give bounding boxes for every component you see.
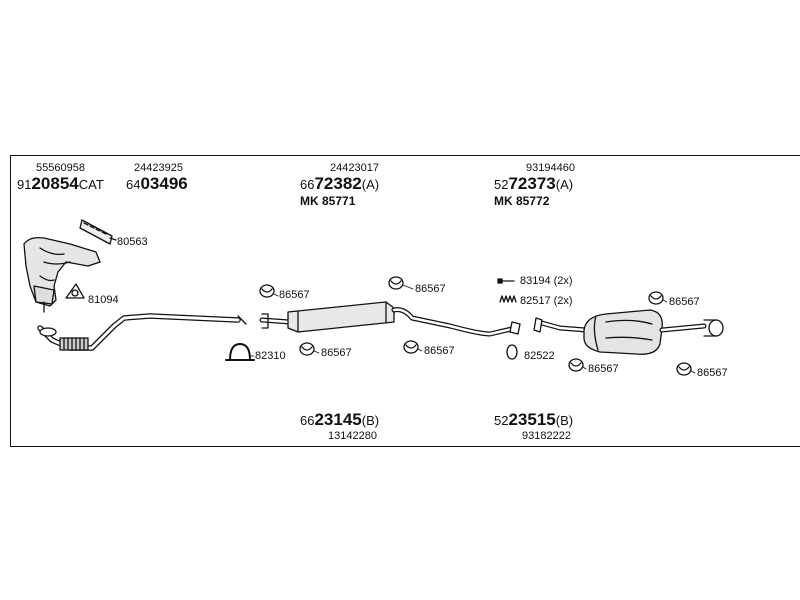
kit-b-rear-part-number: 93182222: [522, 430, 571, 442]
top-frame-line: [10, 155, 800, 156]
manifold-code: 9120854CAT: [17, 174, 104, 193]
rubber-mount-a-icon[interactable]: [259, 284, 275, 298]
leader-lines: [249, 284, 696, 374]
callout-rubber-g: 86567: [697, 367, 728, 379]
callout-rubber-c: 86567: [321, 347, 352, 359]
callout-rubber-d: 86567: [424, 345, 455, 357]
middle-silencer-code: 6672382(A): [300, 174, 380, 193]
callout-rubber-b: 86567: [415, 283, 446, 295]
callout-rubber-e: 86567: [669, 296, 700, 308]
bolt-icon[interactable]: [497, 278, 515, 284]
middle-silencer-icon[interactable]: [259, 301, 521, 337]
exhaust-manifold-icon[interactable]: [23, 236, 101, 313]
callout-spring: 82517 (2x): [520, 295, 573, 307]
kit-b-middle-part-number: 13142280: [328, 430, 377, 442]
kit-b-rear-code: 5223515(B): [494, 410, 574, 429]
spring-icon[interactable]: [499, 295, 517, 303]
callout-rubber-f: 86567: [588, 363, 619, 375]
rubber-mount-d-icon[interactable]: [403, 340, 419, 354]
rear-silencer-part-number: 93194460: [526, 162, 575, 174]
rubber-mount-g-icon[interactable]: [676, 362, 692, 376]
rear-silencer-icon[interactable]: [533, 309, 724, 355]
flange-gasket-icon[interactable]: [65, 283, 85, 299]
callout-ring: 82522: [524, 350, 555, 362]
front-pipe-part-number: 24423925: [134, 162, 183, 174]
manifold-gasket-icon[interactable]: [79, 219, 117, 245]
rear-silencer-code: 5272373(A): [494, 174, 574, 193]
callout-rubber-a: 86567: [279, 289, 310, 301]
kit-b-middle-code: 6623145(B): [300, 410, 380, 429]
left-frame-line: [10, 155, 11, 447]
rubber-mount-f-icon[interactable]: [568, 358, 584, 372]
callout-gasket-manifold: 80563: [117, 236, 148, 248]
rubber-mount-e-icon[interactable]: [648, 291, 664, 305]
rubber-mount-b-icon[interactable]: [388, 276, 404, 290]
callout-gasket-flange: 81094: [88, 294, 119, 306]
rear-silencer-mounting-kit: MK 85772: [494, 194, 550, 208]
front-pipe-icon[interactable]: [37, 313, 247, 351]
callout-clamp: 82310: [255, 350, 286, 362]
clamp-icon[interactable]: [225, 343, 255, 361]
middle-silencer-mounting-kit: MK 85771: [300, 194, 356, 208]
front-pipe-code: 6403496: [126, 174, 188, 193]
manifold-part-number: 55560958: [36, 162, 85, 174]
callout-bolt: 83194 (2x): [520, 275, 573, 287]
middle-silencer-part-number: 24423017: [330, 162, 379, 174]
sealing-ring-icon[interactable]: [506, 344, 518, 360]
bottom-frame-line: [10, 446, 800, 447]
rubber-mount-c-icon[interactable]: [299, 342, 315, 356]
